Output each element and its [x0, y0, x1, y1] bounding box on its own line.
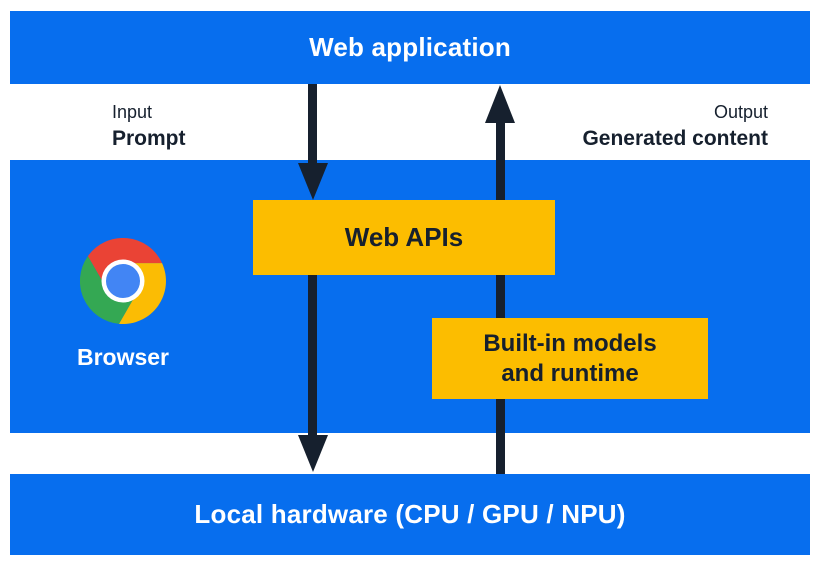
browser-label: Browser: [76, 344, 170, 370]
arrow-down-hardware-head: [298, 435, 328, 472]
input-title: Input: [112, 102, 153, 122]
web-application-bar: Web application: [10, 11, 810, 84]
builtin-models-label-line1: Built-in models: [483, 329, 657, 357]
local-hardware-bar: Local hardware (CPU / GPU / NPU): [10, 474, 810, 555]
chrome-logo-center: [105, 263, 141, 299]
chrome-logo-yellow-segment: [119, 263, 166, 324]
builtin-models-label-line2: and runtime: [501, 359, 639, 387]
output-title: Output: [713, 102, 768, 122]
input-label-group: Input Prompt: [112, 100, 186, 152]
output-value: Generated content: [582, 127, 768, 150]
local-hardware-label: Local hardware (CPU / GPU / NPU): [194, 499, 626, 529]
web-application-label: Web application: [309, 32, 511, 62]
output-label-group: Output Generated content: [582, 100, 768, 152]
arrow-down-hardware-line: [308, 275, 317, 436]
arrow-down-input-head: [298, 163, 328, 200]
arrow-up-output-line: [496, 122, 505, 474]
chrome-logo-icon: [80, 238, 166, 324]
builtin-models-box: Built-in models and runtime: [432, 318, 708, 399]
web-apis-label: Web APIs: [344, 222, 464, 252]
web-apis-box: Web APIs: [253, 200, 555, 275]
arrow-up-output-head: [485, 85, 515, 123]
input-value: Prompt: [112, 127, 186, 150]
arrow-down-input-line: [308, 84, 317, 164]
